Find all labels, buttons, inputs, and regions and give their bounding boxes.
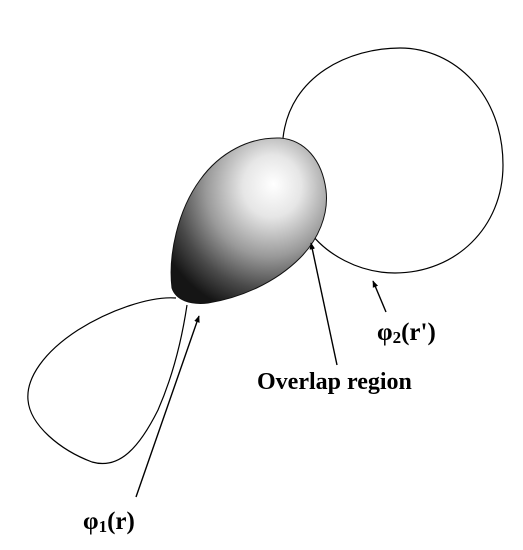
phi1-symbol: φ <box>83 508 99 535</box>
phi2-arrow <box>372 280 387 313</box>
overlap-region-label: Overlap region <box>257 369 412 395</box>
phi2-argument: (r') <box>401 319 436 346</box>
phi2-label: φ2(r') <box>377 319 436 347</box>
phi1-arrow <box>135 315 200 498</box>
phi1-shaded-lobe <box>170 137 327 304</box>
phi2-symbol: φ <box>377 319 393 346</box>
phi1-label: φ1(r) <box>83 508 135 536</box>
phi1-argument: (r) <box>107 508 135 535</box>
phi1-subscript: 1 <box>98 517 108 536</box>
phi2-subscript: 2 <box>392 328 402 347</box>
overlap-arrow <box>309 242 338 366</box>
phi1-lower-lobe <box>27 297 188 465</box>
phi2-orbital-circle <box>282 47 504 274</box>
